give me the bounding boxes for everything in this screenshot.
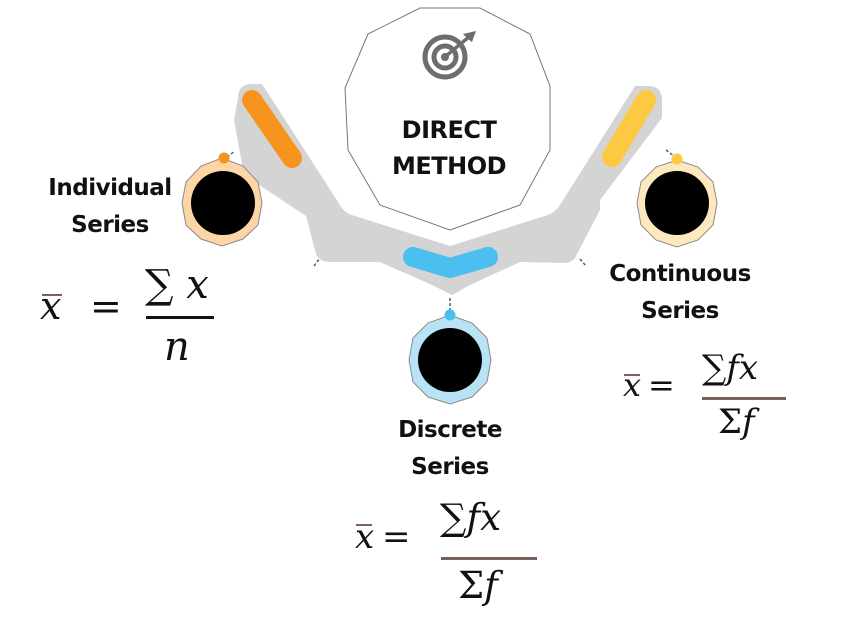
individual-series-label: Individual Series [30,170,190,244]
individual-accent-bar [242,90,302,168]
continuous-node-dot [671,153,683,165]
title-line-1: DIRECT [401,116,497,144]
individual-label-line-2: Series [71,212,149,238]
equals-sign: = [90,284,122,328]
title-line-2: METHOD [391,152,507,180]
title-decagon [344,7,551,231]
formula-numerator: ∑fx [702,348,759,388]
equals-sign: = [382,517,411,557]
discrete-node [408,309,492,405]
mean-bar [42,294,62,296]
formula-numerator: ∑fx [440,496,501,539]
discrete-series-label: Discrete Series [370,412,530,486]
mean-bar [356,524,372,526]
individual-arm-tick [313,257,321,267]
mean-symbol: x [623,366,642,404]
formula-numerator: ∑ x [145,262,209,308]
mean-symbol: x [355,517,375,557]
fraction-line [146,316,214,319]
continuous-formula: x = ∑fx Σf [620,348,800,452]
discrete-accent-bar [403,247,498,278]
discrete-node-dot [444,309,456,321]
continuous-label-line-1: Continuous [609,261,751,287]
continuous-accent-bar [602,90,656,167]
discrete-label-line-2: Series [411,454,489,480]
mean-symbol: x [40,284,62,328]
individual-label-line-1: Individual [48,175,172,201]
continuous-series-label: Continuous Series [590,256,770,330]
formula-denominator: n [164,324,190,370]
continuous-arm-tick [579,258,587,267]
continuous-label-line-2: Series [641,298,719,324]
target-icon [422,31,476,80]
individual-node-dot [218,152,230,164]
gray-arm-shape [234,84,662,295]
individual-formula: x = ∑ x n [30,262,230,372]
individual-node [181,152,263,247]
formula-denominator: Σf [718,402,755,442]
continuous-node [636,153,718,248]
formula-denominator: Σf [458,564,498,607]
fraction-line [702,397,786,400]
page-title: DIRECT METHOD [360,112,538,184]
discrete-formula: x = ∑fx Σf [352,496,552,620]
equals-sign: = [648,366,675,404]
fraction-line [441,557,537,560]
continuous-connector [665,149,675,157]
discrete-label-line-1: Discrete [398,417,502,443]
mean-bar [624,374,640,376]
